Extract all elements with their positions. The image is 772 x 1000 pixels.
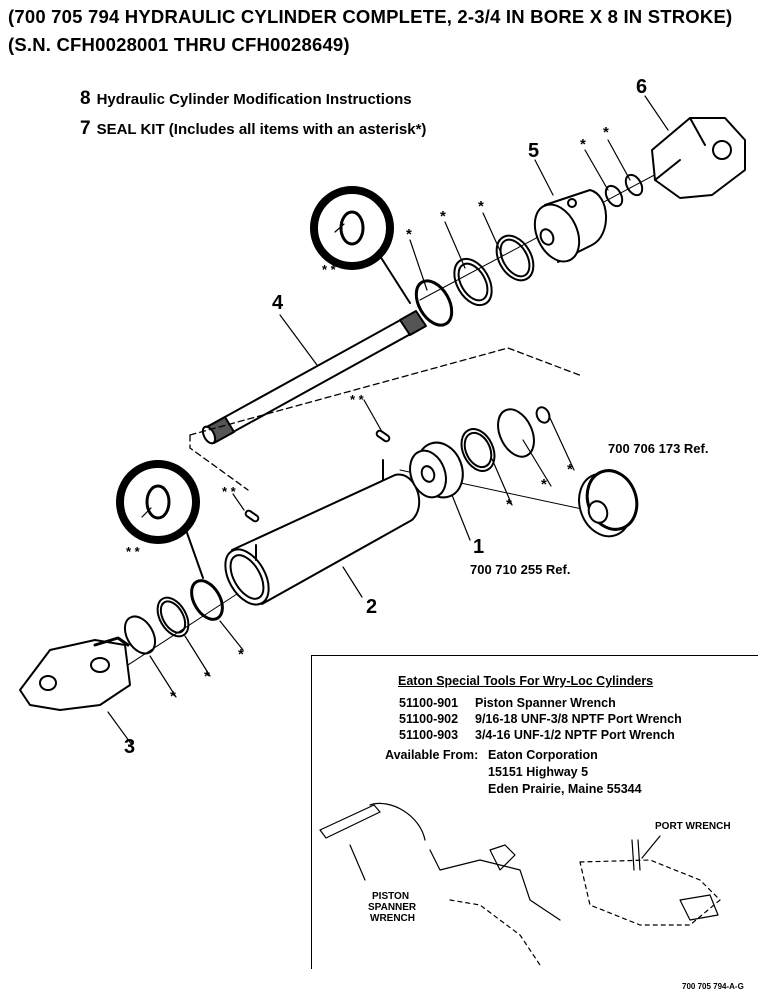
asterisk: * [204,668,210,685]
cylinder-barrel [224,459,421,606]
callout-3: 3 [124,736,136,758]
tool-part: 51100-901 [399,696,459,710]
tool-desc: 9/16-18 UNF-3/8 NPTF Port Wrench [475,712,682,726]
asterisk: * [603,124,609,141]
seal-ring [414,279,454,327]
seal-ring [624,173,644,197]
piston-assembly [578,469,639,538]
asterisk: * [170,688,176,705]
piston-rod [201,310,427,445]
address-line: Eden Prairie, Maine 55344 [488,782,642,796]
callout-4: 4 [272,292,284,314]
retaining-ring [499,238,531,278]
callout-5: 5 [528,140,540,162]
note-text: Hydraulic Cylinder Modification Instruct… [96,91,412,108]
note-number: 7 [80,118,91,139]
rod-clevis [651,117,746,199]
seal-ring [457,262,489,302]
seal-ring [156,596,190,638]
seal-ring [535,406,551,424]
asterisk: * [478,198,484,215]
retaining-ring [123,615,157,655]
title-line-2: (S.N. CFH0028001 THRU CFH0028649) [8,34,350,55]
tool-part: 51100-903 [399,728,459,742]
note-modification: 8 Hydraulic Cylinder Modification Instruc… [80,88,412,110]
asterisk: * [567,461,573,478]
spanner-label-line: SPANNER [368,902,417,913]
double-asterisk: * * [322,262,336,277]
gland [409,441,464,499]
pin [244,509,260,523]
asterisk: * [506,496,512,513]
callout-1-ref: 700 710 255 Ref. [470,562,571,577]
address-line: 15151 Highway 5 [488,765,589,779]
seal-ring [453,257,493,307]
available-from-label: Available From: [385,748,479,762]
port-wrench-sketch [579,835,721,926]
retaining-ring [495,234,535,282]
seal-ring [463,431,493,469]
base-clevis [19,636,131,711]
asterisk: * [238,646,244,663]
tool-desc: 3/4-16 UNF-1/2 NPTF Port Wrench [475,728,675,742]
spanner-label-line: WRENCH [370,913,415,924]
note-number: 8 [80,88,91,109]
tool-desc: Piston Spanner Wrench [475,696,616,710]
spanner-label-line: PISTON [372,891,410,902]
address-line: Eaton Corporation [488,748,598,762]
title-line-1: (700 705 794 HYDRAULIC CYLINDER COMPLETE… [8,6,733,27]
pin [375,429,391,443]
asterisk: * [580,136,586,153]
asterisk: * [541,476,547,493]
callout-1: 1 [473,536,485,558]
piston-ref-label: 700 706 173 Ref. [608,441,709,456]
seal-ring [460,428,496,472]
double-asterisk: * * [350,392,364,407]
callout-2: 2 [366,596,378,618]
seal-ring [159,600,187,634]
rod-guide [533,189,607,263]
double-asterisk: * * [126,544,140,559]
seal-ring [190,579,224,621]
note-seal-kit: 7 SEAL KIT (Includes all items with an as… [80,118,426,140]
detail-magnifier-lower [116,460,204,579]
note-text: SEAL KIT (Includes all items with an ast… [96,121,427,138]
spanner-wrench-sketch [319,802,561,966]
callout-6: 6 [636,76,648,98]
special-tools-box: Eaton Special Tools For Wry-Loc Cylinder… [311,655,758,969]
seal-ring [497,408,535,458]
assembly-bracket [189,347,583,491]
tools-title: Eaton Special Tools For Wry-Loc Cylinder… [398,674,654,688]
leader-lines [107,95,669,746]
detail-magnifier-upper [310,186,411,304]
port-wrench-label: PORT WRENCH [655,821,731,832]
asterisk: * [406,226,412,243]
seal-ring [604,184,624,208]
figure-id: 700 705 794-A-G [682,982,744,991]
tool-part: 51100-902 [399,712,459,726]
double-asterisk: * * [222,484,236,499]
asterisk: * [440,208,446,225]
